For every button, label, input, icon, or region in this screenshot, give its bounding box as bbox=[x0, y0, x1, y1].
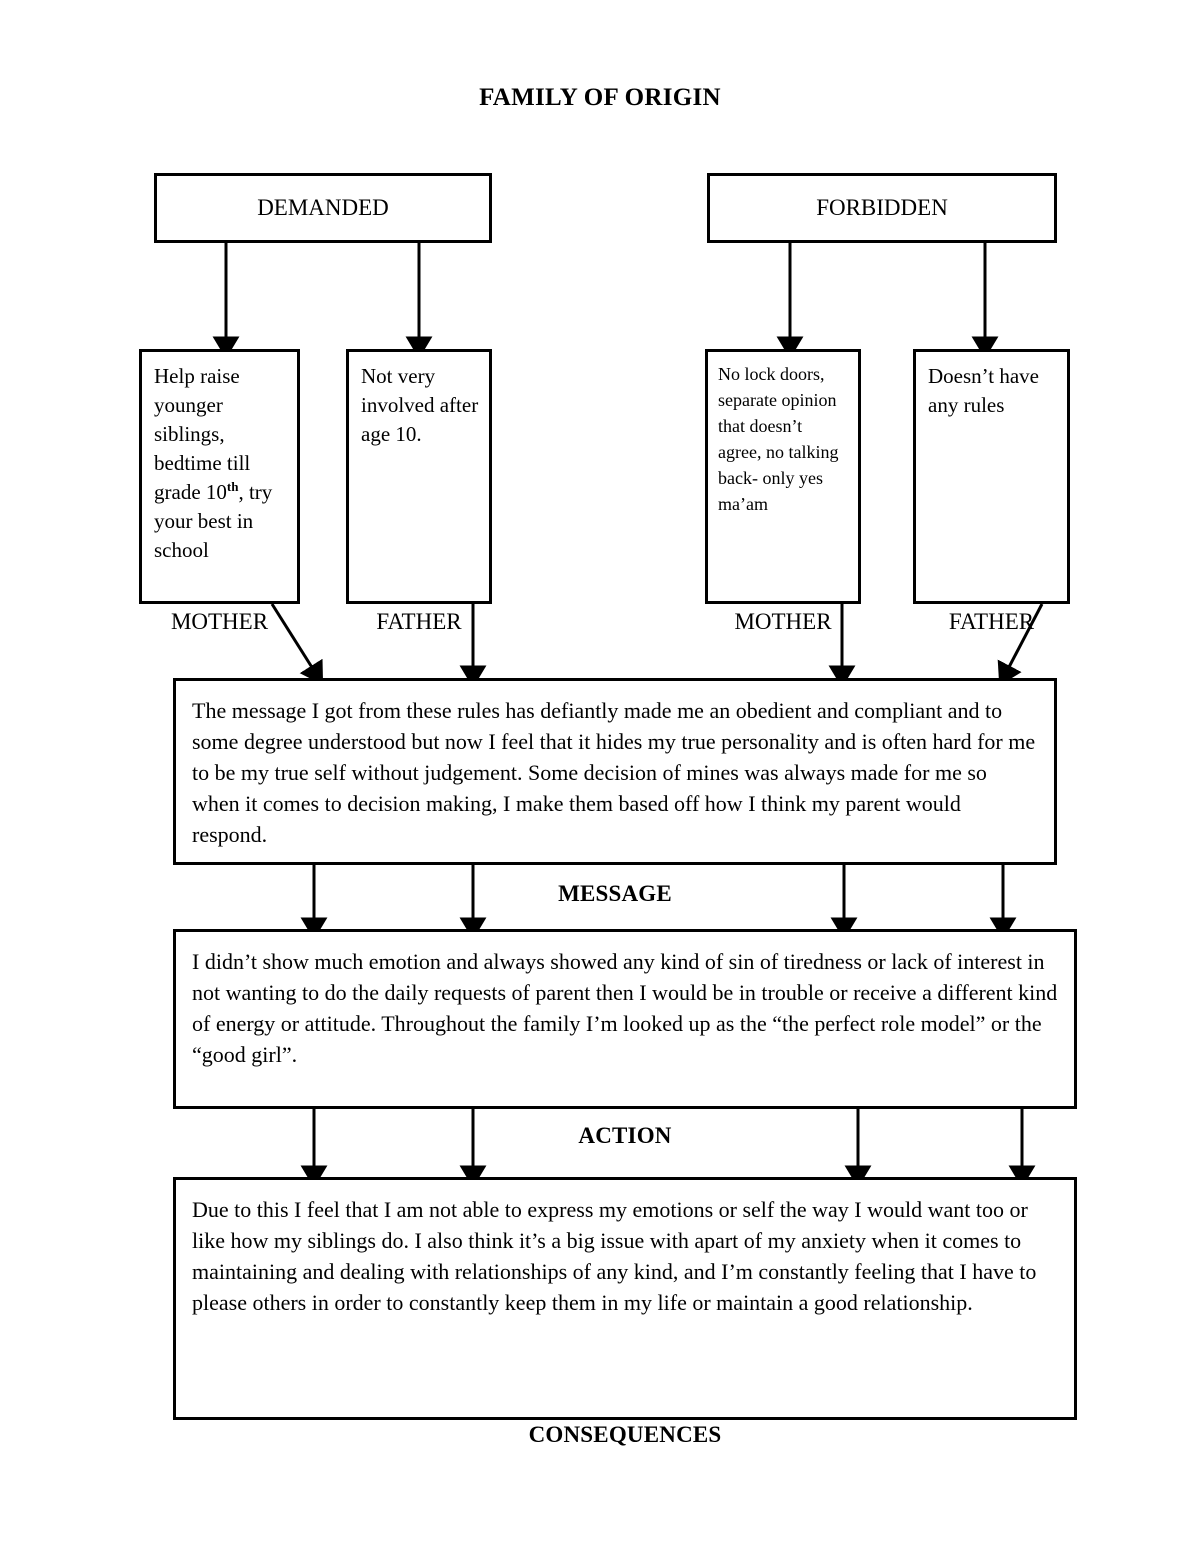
parent-label-demanded-father: FATHER bbox=[376, 609, 462, 634]
rule-text-part-2: , try your best in school bbox=[154, 479, 273, 562]
section-text-action: I didn’t show much emotion and always sh… bbox=[192, 949, 1058, 1068]
section-box-consequences: Due to this I feel that I am not able to… bbox=[173, 1177, 1077, 1420]
section-box-action: I didn’t show much emotion and always sh… bbox=[173, 929, 1077, 1109]
parent-label-forbidden-father: FATHER bbox=[948, 609, 1035, 634]
header-label-forbidden: FORBIDDEN bbox=[816, 195, 948, 220]
header-label-demanded: DEMANDED bbox=[257, 195, 389, 220]
section-label-action: ACTION bbox=[578, 1123, 672, 1148]
rule-box-forbidden-father: Doesn’t have any rules bbox=[913, 349, 1070, 604]
page-title: FAMILY OF ORIGIN bbox=[479, 84, 721, 111]
rule-text-part-1: Help raise younger siblings, bedtime til… bbox=[154, 364, 251, 504]
rule-box-demanded-mother: Help raise younger siblings, bedtime til… bbox=[139, 349, 300, 604]
rule-text-forbidden-father: Doesn’t have any rules bbox=[928, 364, 1039, 417]
section-label-message: MESSAGE bbox=[558, 881, 672, 906]
header-box-demanded: DEMANDED bbox=[154, 173, 492, 243]
header-box-forbidden: FORBIDDEN bbox=[707, 173, 1057, 243]
section-label-consequences: CONSEQUENCES bbox=[528, 1422, 722, 1447]
section-text-message: The message I got from these rules has d… bbox=[192, 698, 1036, 848]
rule-text-demanded-father: Not very involved after age 10. bbox=[361, 364, 479, 446]
rule-box-demanded-father: Not very involved after age 10. bbox=[346, 349, 492, 604]
rule-text-forbidden-mother: No lock doors, separate opinion that doe… bbox=[718, 364, 839, 514]
parent-label-demanded-mother: MOTHER bbox=[170, 609, 269, 634]
rule-box-forbidden-mother: No lock doors, separate opinion that doe… bbox=[705, 349, 861, 604]
section-box-message: The message I got from these rules has d… bbox=[173, 678, 1057, 865]
rule-text-demanded-mother: Help raise younger siblings, bedtime til… bbox=[142, 352, 297, 573]
rule-text-superscript: th bbox=[226, 478, 239, 494]
parent-label-forbidden-mother: MOTHER bbox=[734, 609, 832, 634]
section-text-consequences: Due to this I feel that I am not able to… bbox=[192, 1197, 1037, 1316]
